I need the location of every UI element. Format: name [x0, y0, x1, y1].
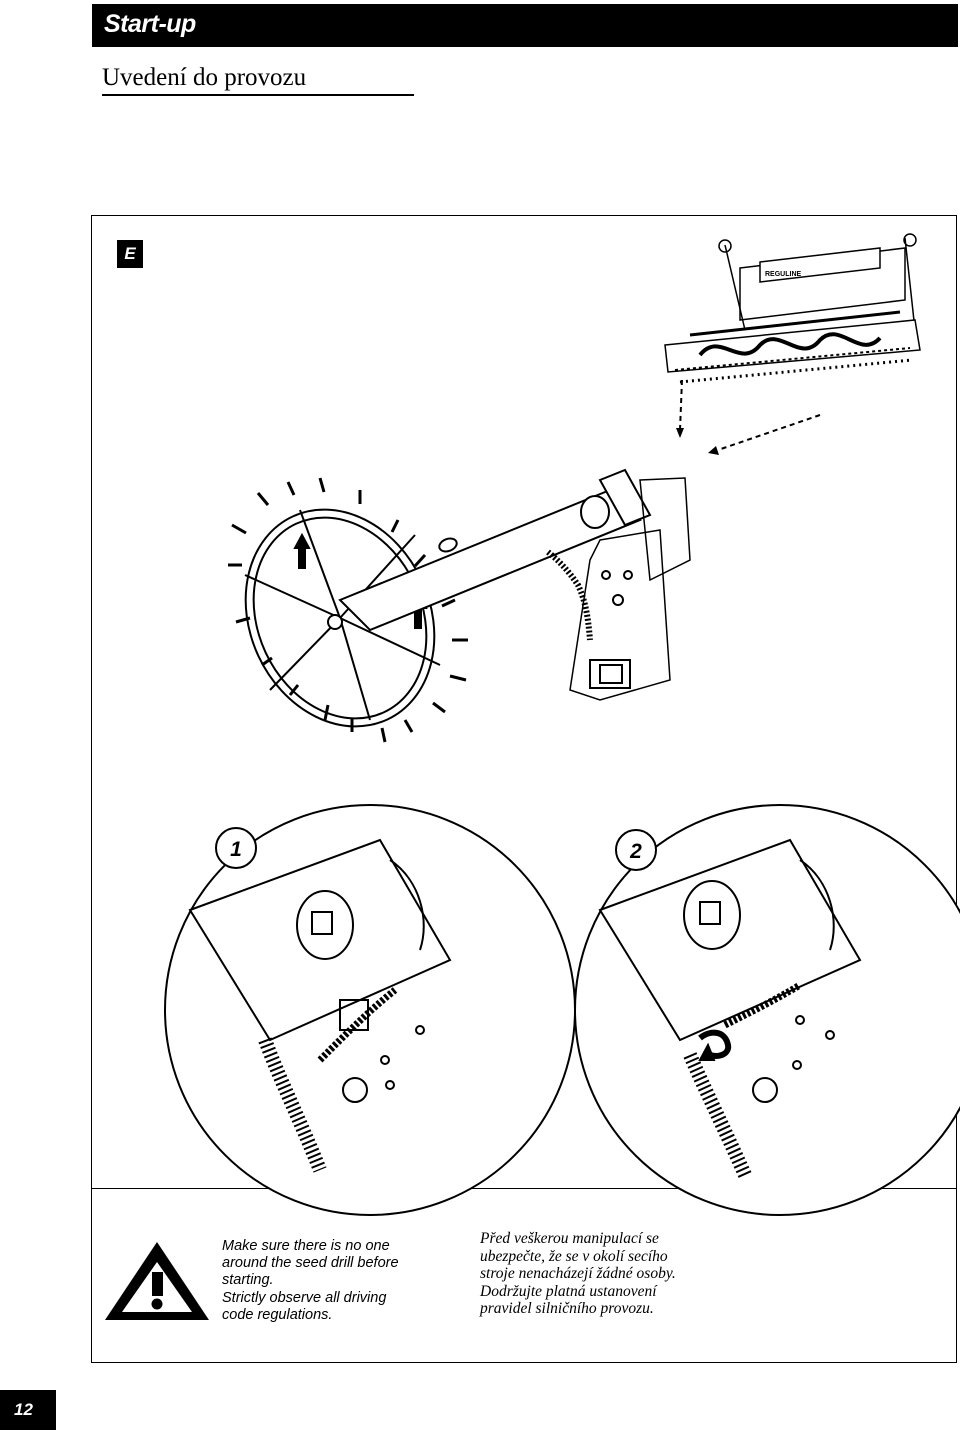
warning-text-czech: Před veškerou manipulací se ubezpečte, ž…	[480, 1230, 690, 1318]
header-bar: Start-up	[92, 4, 958, 47]
frame-divider	[91, 1188, 957, 1189]
pointer-line-2	[717, 414, 821, 451]
section-label: E	[117, 240, 143, 268]
marker-arm-drawing	[338, 468, 691, 701]
warning-en-line: around the seed drill before	[222, 1255, 399, 1272]
marker-wheel-drawing	[228, 477, 468, 743]
illustration-frame	[91, 215, 957, 1363]
detail-circle-1	[164, 804, 576, 1216]
warning-en-line: Strictly observe all driving	[222, 1289, 387, 1306]
warning-triangle-icon	[105, 1242, 209, 1320]
warning-cz-line: Dodržujte platná ustanovení	[480, 1282, 657, 1300]
warning-cz-line: Před veškerou manipulací se	[480, 1230, 659, 1247]
warning-text-english: Make sure there is no one around the see…	[222, 1238, 432, 1324]
detail-circle-2	[574, 804, 960, 1216]
warning-en-line: Make sure there is no one	[222, 1238, 390, 1254]
detail-label-1: 1	[230, 838, 242, 861]
warning-en-line: starting.	[222, 1272, 274, 1289]
detail-label-2: 2	[629, 840, 642, 863]
pointer-line-1	[679, 379, 683, 431]
seed-drill-drawing	[664, 233, 921, 384]
warning-cz-line: pravidel silničního provozu.	[480, 1300, 654, 1317]
warning-en-line: code regulations.	[222, 1306, 333, 1323]
machine-brand-label: REGULINE	[765, 271, 802, 278]
page-header-title: Start-up	[104, 10, 196, 38]
page-number-box: 12	[0, 1390, 56, 1430]
detail-label-2-badge: 2	[615, 829, 657, 871]
page-number: 12	[14, 1400, 33, 1419]
warning-cz-line: ubezpečte, že se v okolí secího	[480, 1247, 668, 1265]
detail-label-1-badge: 1	[215, 827, 257, 869]
pointer-arrow-2	[708, 446, 719, 455]
warning-cz-line: stroje nenacházejí žádné osoby.	[480, 1265, 676, 1282]
page-subtitle: Uvedení do provozu	[102, 64, 414, 96]
pointer-arrow-1	[676, 428, 684, 438]
